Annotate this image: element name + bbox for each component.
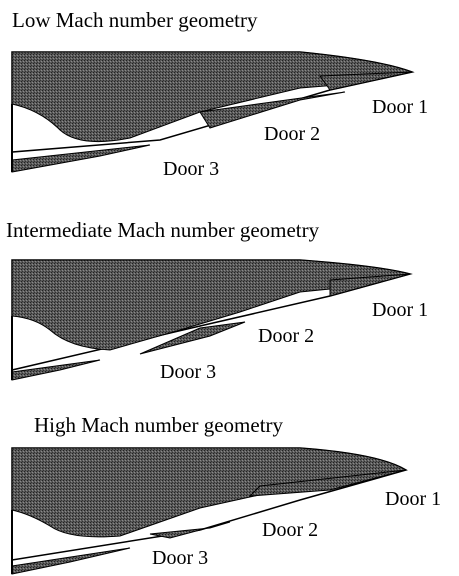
door-1-label-intermediate: Door 1 (372, 299, 429, 321)
door-1-flap (248, 469, 407, 497)
door-2-label-high: Door 2 (262, 519, 319, 541)
panel-title-intermediate-mach: Intermediate Mach number geometry (6, 218, 320, 242)
upper-body (11, 259, 411, 351)
intermediate-mach-geometry-diagram (11, 259, 413, 381)
door-2-flap (199, 91, 346, 129)
panel-title-low-mach: Low Mach number geometry (12, 8, 258, 32)
low-mach-geometry-diagram (11, 51, 415, 173)
high-mach-geometry-diagram (11, 447, 408, 575)
door-1-flap (329, 273, 411, 297)
door-2-label-low: Door 2 (264, 123, 321, 145)
panel-title-high-mach: High Mach number geometry (34, 413, 284, 437)
door-3-label-high: Door 3 (152, 547, 209, 569)
door-3-label-intermediate: Door 3 (160, 361, 217, 383)
door-2-flap (149, 521, 231, 539)
door-1-label-high: Door 1 (385, 488, 442, 510)
door-3-label-low: Door 3 (163, 158, 220, 180)
door-1-flap (319, 71, 413, 91)
door-2-flap (139, 321, 246, 355)
door-1-label-low: Door 1 (372, 96, 429, 118)
door-2-label-intermediate: Door 2 (258, 325, 315, 347)
upper-body (11, 447, 408, 538)
upper-body (11, 51, 414, 143)
